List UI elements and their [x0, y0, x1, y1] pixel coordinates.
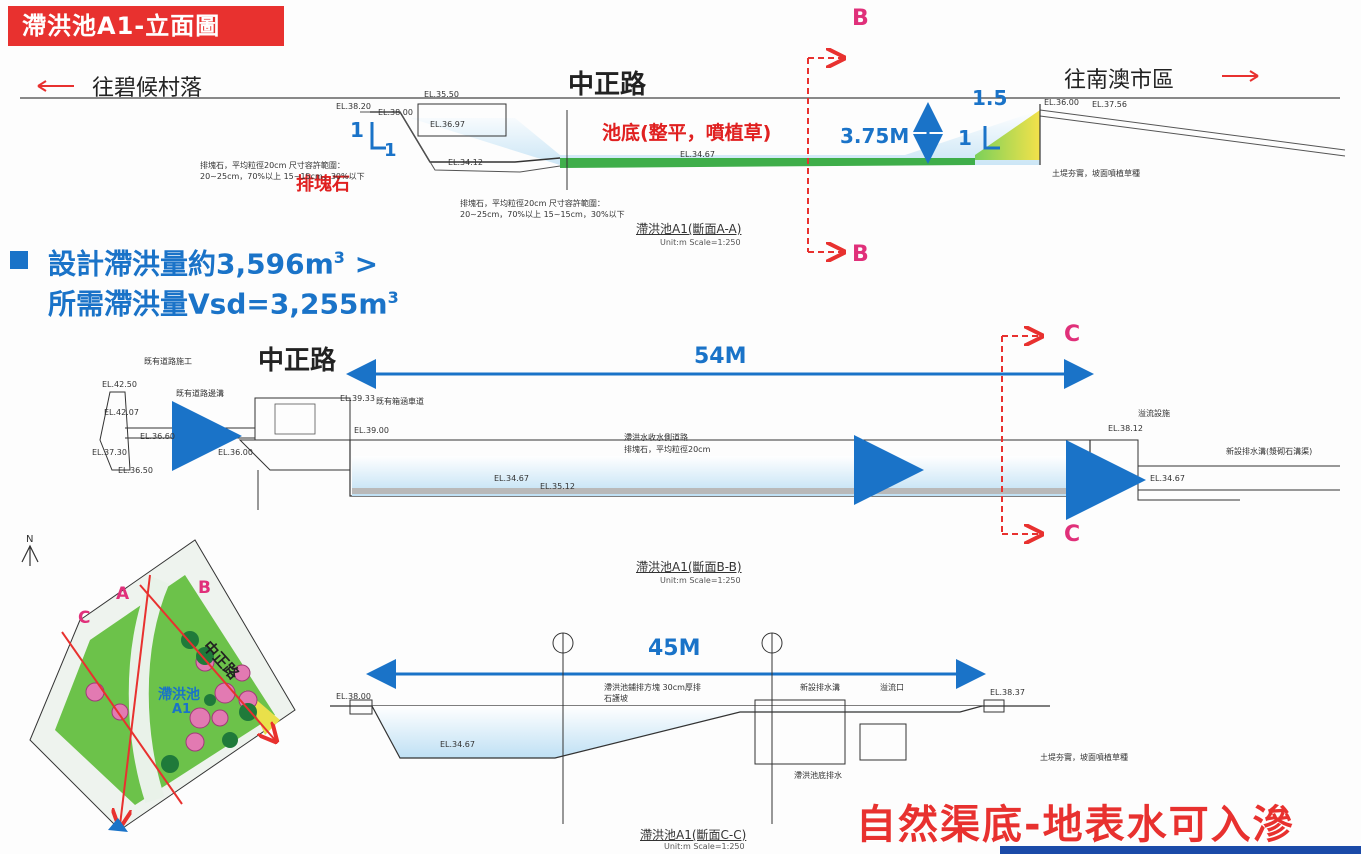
el-label: EL.42.07	[104, 408, 139, 417]
design-volume-line1: 設計滯洪量約3,596m3 >	[48, 240, 378, 282]
caption-cc: 滯洪池A1(斷面C-C)	[640, 828, 747, 842]
section-c-bottom-letter: C	[1064, 522, 1081, 547]
north-arrow-label: N	[26, 534, 34, 545]
note-cc: 滯洪池底排水	[794, 771, 842, 780]
el-label: EL.34.67	[494, 474, 529, 483]
bullet-square	[10, 251, 28, 269]
section-b-top-letter: B	[852, 6, 869, 31]
el-label: EL.36.00	[1044, 98, 1079, 107]
el-label: EL.42.50	[102, 380, 137, 389]
el-label: EL.35.12	[540, 482, 575, 491]
el-label: EL.36.60	[140, 432, 175, 441]
el-label: EL.34.67	[440, 740, 475, 749]
caption-bb-scale: Unit:m Scale=1:250	[660, 576, 741, 585]
el-label: EL.38.20	[336, 102, 371, 111]
direction-left: 往碧候村落	[92, 76, 203, 101]
caption-aa: 滯洪池A1(斷面A-A)	[636, 222, 742, 236]
note-cc: 新設排水溝	[800, 683, 840, 692]
section-b-bottom-letter: B	[852, 242, 869, 267]
el-label: EL.36.97	[430, 120, 465, 129]
note-cc: 溢流口	[880, 683, 904, 692]
note-bb: 既有道路邊溝	[176, 389, 224, 398]
el-label: EL.35.50	[424, 90, 459, 99]
el-label: EL.36.00	[218, 448, 253, 457]
el-label: EL.34.12	[448, 158, 483, 167]
caption-bb: 滯洪池A1(斷面B-B)	[636, 560, 742, 574]
riprap-label: 排塊石	[296, 174, 350, 195]
slope-top-label: 1.5	[972, 86, 1008, 110]
el-label: EL.38.37	[990, 688, 1025, 697]
note-bb: 既有箱涵車道	[376, 397, 424, 406]
section-c-top-letter: C	[1064, 322, 1081, 347]
section-aa-drawing	[20, 58, 1346, 252]
el-label: EL.36.50	[118, 466, 153, 475]
note-mid: 排塊石，平均粒徑20cm 尺寸容許範圍：20~25cm，70%以上 15~15c…	[460, 199, 625, 219]
slope-left-label-2: 1	[384, 140, 397, 161]
design-line2-text: 所需滯洪量Vsd=3,255m	[48, 287, 388, 321]
plan-letter-a: A	[116, 584, 130, 604]
el-label: EL.38.00	[336, 692, 371, 701]
note-cc: 土堤夯實，坡面噴植草種	[1040, 753, 1128, 762]
el-label: EL.39.33	[340, 394, 375, 403]
length-cc: 45M	[648, 636, 701, 661]
note-left: 排塊石，平均粒徑20cm 尺寸容許範圍：20~25cm，70%以上 15~15c…	[200, 161, 365, 181]
plan-pond-label-1: 滯洪池	[158, 687, 200, 703]
design-line1-text: 設計滯洪量約3,596m	[48, 247, 334, 281]
design-volume-line2: 所需滯洪量Vsd=3,255m3	[48, 280, 399, 322]
el-label: EL.34.67	[680, 150, 715, 159]
page-title: 滯洪池A1-立面圖	[8, 6, 284, 46]
direction-right: 往南澳市區	[1064, 68, 1175, 93]
el-label: EL.37.56	[1092, 100, 1127, 109]
site-plan-drawing	[21, 539, 296, 832]
slope-left-label-1: 1	[350, 118, 364, 142]
note-bb: 滯洪水收水側道路	[624, 433, 688, 442]
footer-slogan: 自然渠底-地表水可入滲	[856, 802, 1295, 848]
caption-cc-scale: Unit:m Scale=1:250	[664, 842, 745, 851]
pond-bottom-note: 池底(整平，噴植草)	[602, 122, 772, 144]
caption-aa-scale: Unit:m Scale=1:250	[660, 238, 741, 247]
note-right: 土堤夯實，坡面噴植草種	[1052, 169, 1140, 178]
note-bb: 新設排水溝(漿砌石溝渠)	[1226, 447, 1313, 456]
el-label: EL.38.12	[1108, 424, 1143, 433]
design-line1-sup: 3	[333, 248, 345, 267]
plan-pond-label-2: A1	[172, 702, 192, 717]
el-label: EL.39.00	[354, 426, 389, 435]
depth-label: 3.75M	[840, 124, 910, 148]
slope-side-label: 1	[958, 126, 972, 150]
footer-bar	[1000, 846, 1361, 854]
el-label: EL.34.67	[1150, 474, 1185, 483]
section-cc-drawing	[330, 632, 1050, 824]
el-label: EL.37.30	[92, 448, 127, 457]
note-bb: 溢流設施	[1138, 409, 1170, 418]
el-label: EL.38.00	[378, 108, 413, 117]
design-line1-suffix: >	[344, 247, 379, 281]
note-bb: 既有道路施工	[144, 357, 192, 366]
plan-letter-c: C	[78, 608, 91, 628]
road-label-bb: 中正路	[258, 346, 337, 376]
note-bb: 排塊石，平均粒徑20cm	[624, 445, 711, 454]
design-line2-sup: 3	[387, 288, 399, 307]
note-cc: 滯洪池鋪排方塊 30cm厚排石護坡	[604, 683, 701, 703]
length-bb: 54M	[694, 344, 747, 369]
road-label-aa: 中正路	[568, 70, 647, 100]
section-bb-drawing	[99, 336, 1340, 534]
plan-letter-b: B	[198, 578, 211, 598]
